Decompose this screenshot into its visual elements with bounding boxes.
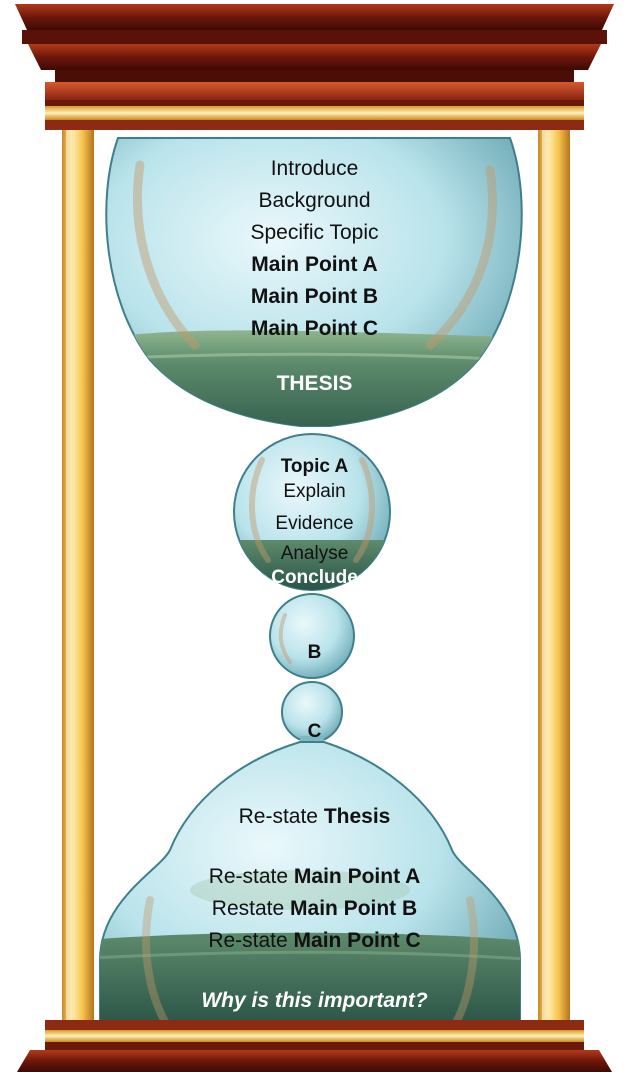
- top-line-specific-topic: Specific Topic: [250, 221, 379, 244]
- restate-b-bold: Main Point B: [290, 897, 418, 920]
- restate-thesis: Re-state Thesis: [0, 804, 629, 830]
- topic-a-analyse: Analyse: [280, 543, 349, 564]
- b-bulb: [269, 593, 355, 679]
- bulb-c-label: C: [307, 721, 322, 742]
- top-frame: [15, 4, 614, 130]
- restate-main-point-a: Re-state Main Point A: [0, 864, 629, 890]
- restate-b-prefix: Restate: [211, 897, 291, 920]
- top-main-point-a: Main Point A: [251, 253, 378, 276]
- thesis-label: THESIS: [276, 372, 353, 395]
- closing-question: Why is this important?: [201, 989, 428, 1012]
- restate-a-bold: Main Point A: [293, 865, 421, 888]
- pillars: [62, 130, 570, 1020]
- topic-a-evidence: Evidence: [275, 513, 354, 534]
- top-main-point-c: Main Point C: [250, 317, 379, 340]
- top-line-introduce: Introduce: [270, 157, 359, 180]
- bottom-frame: [17, 1020, 612, 1072]
- topic-a-title: Topic A: [280, 456, 349, 477]
- bulb-b-label: B: [307, 642, 322, 663]
- restate-a-prefix: Re-state: [208, 865, 294, 888]
- restate-thesis-bold: Thesis: [323, 805, 391, 828]
- restate-main-point-c: Re-state Main Point C: [0, 928, 629, 954]
- restate-c-bold: Main Point C: [293, 929, 421, 952]
- restate-thesis-prefix: Re-state: [238, 805, 324, 828]
- restate-c-prefix: Re-state: [208, 929, 294, 952]
- top-line-background: Background: [258, 189, 371, 212]
- restate-main-point-b: Restate Main Point B: [0, 896, 629, 922]
- topic-a-conclude: Conclude: [271, 567, 358, 588]
- topic-a-explain: Explain: [283, 481, 346, 502]
- top-main-point-b: Main Point B: [250, 285, 379, 308]
- bottom-bulb: [99, 741, 521, 1041]
